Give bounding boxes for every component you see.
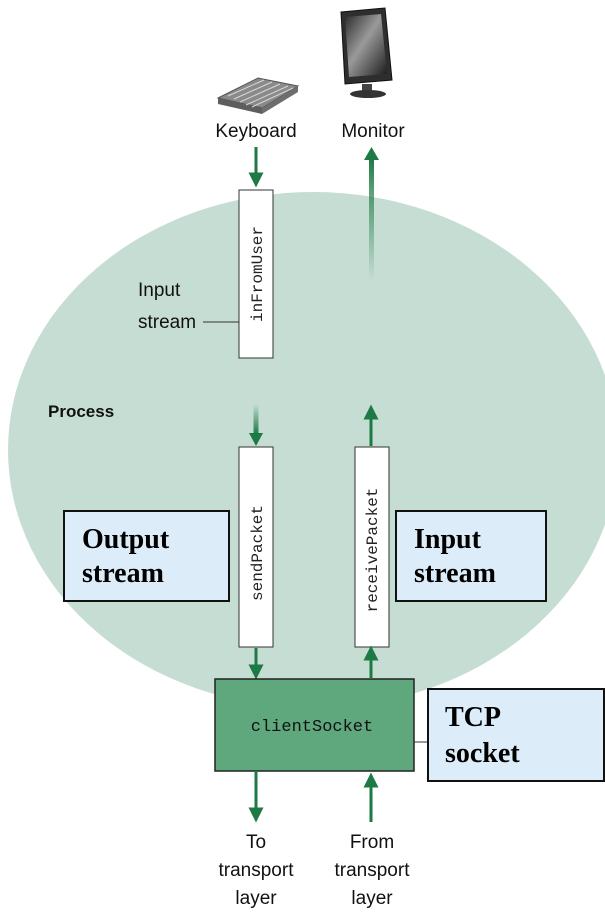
monitor-arrow-shaft — [369, 158, 374, 280]
output-stream-callout: Output stream — [63, 510, 230, 602]
in-from-user-label: inFromUser — [249, 226, 267, 322]
keyboard-label: Keyboard — [215, 121, 296, 142]
to-transport-line1: To — [246, 832, 266, 853]
receive-packet-label: receivePacket — [364, 488, 382, 613]
in-from-user-stream — [238, 189, 274, 359]
tcp-callout-line1: TCP — [445, 702, 501, 733]
send-packet-stream — [238, 446, 274, 648]
keyboard-icon — [216, 77, 300, 114]
input-callout-line1: Input — [414, 524, 482, 555]
to-transport-line2: transport — [219, 860, 295, 881]
client-socket-box — [214, 678, 415, 772]
send-in-arrow-head — [249, 433, 263, 446]
tcp-socket-callout: TCP socket — [427, 688, 605, 782]
output-callout-line2: stream — [82, 558, 164, 589]
monitor-icon — [340, 7, 393, 98]
process-region — [8, 192, 605, 708]
from-transport-line3: layer — [351, 888, 393, 909]
output-callout-line1: Output — [82, 524, 170, 555]
input-stream-callout: Input stream — [395, 510, 547, 602]
monitor-label: Monitor — [341, 121, 405, 142]
tcp-callout-line2: socket — [445, 738, 520, 769]
from-transport-line1: From — [350, 832, 394, 853]
from-transport-line2: transport — [335, 860, 411, 881]
send-in-arrow-shaft — [253, 404, 259, 434]
send-packet-label: sendPacket — [249, 505, 267, 601]
input-stream-label-line2: stream — [138, 312, 196, 333]
to-transport-line3: layer — [235, 888, 277, 909]
monitor-arrow-head — [364, 147, 379, 160]
input-stream-label-line1: Input — [138, 280, 181, 301]
client-socket-label: clientSocket — [251, 718, 373, 737]
process-label: Process — [48, 402, 114, 421]
input-callout-line2: stream — [414, 558, 496, 589]
